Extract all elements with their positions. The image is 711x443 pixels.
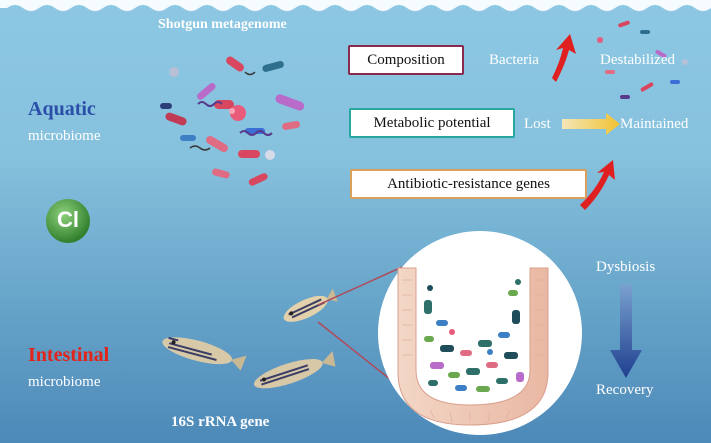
bacteria-label: Bacteria xyxy=(489,52,539,68)
intestinal-title: Intestinal xyxy=(28,344,110,366)
metabolic-potential-box: Metabolic potential xyxy=(349,108,515,138)
lost-label: Lost xyxy=(524,116,551,132)
intestinal-villus xyxy=(397,267,549,426)
red-up-arrow-2 xyxy=(580,160,615,210)
bacteria-cluster-icon xyxy=(160,56,305,186)
maintained-label: Maintained xyxy=(620,116,689,132)
recovery-label: Recovery xyxy=(596,382,654,398)
gut-microbes-icon xyxy=(424,279,524,392)
blue-down-arrow xyxy=(610,284,642,378)
shotgun-metagenome-label: Shotgun metagenome xyxy=(158,17,287,32)
red-up-arrow-1 xyxy=(552,34,576,82)
destabilized-bacteria-icon xyxy=(597,20,688,99)
zebrafish-icon-1 xyxy=(162,336,247,371)
composition-box: Composition xyxy=(348,45,464,75)
aquatic-subtitle: microbiome xyxy=(28,128,101,144)
chlorine-icon xyxy=(46,199,90,243)
destabilized-label: Destabilized xyxy=(600,52,675,68)
aquatic-title: Aquatic xyxy=(28,98,96,120)
intestinal-subtitle: microbiome xyxy=(28,374,101,390)
top-wave xyxy=(0,0,711,11)
zebrafish-icon-2 xyxy=(283,288,338,322)
chlorine-label: Cl xyxy=(57,207,79,232)
antibiotic-resistance-box: Antibiotic-resistance genes xyxy=(350,169,587,199)
zebrafish-icon-3 xyxy=(253,350,336,389)
yellow-right-arrow xyxy=(562,113,620,135)
dysbiosis-label: Dysbiosis xyxy=(596,259,656,275)
gene-label: 16S rRNA gene xyxy=(171,414,270,430)
